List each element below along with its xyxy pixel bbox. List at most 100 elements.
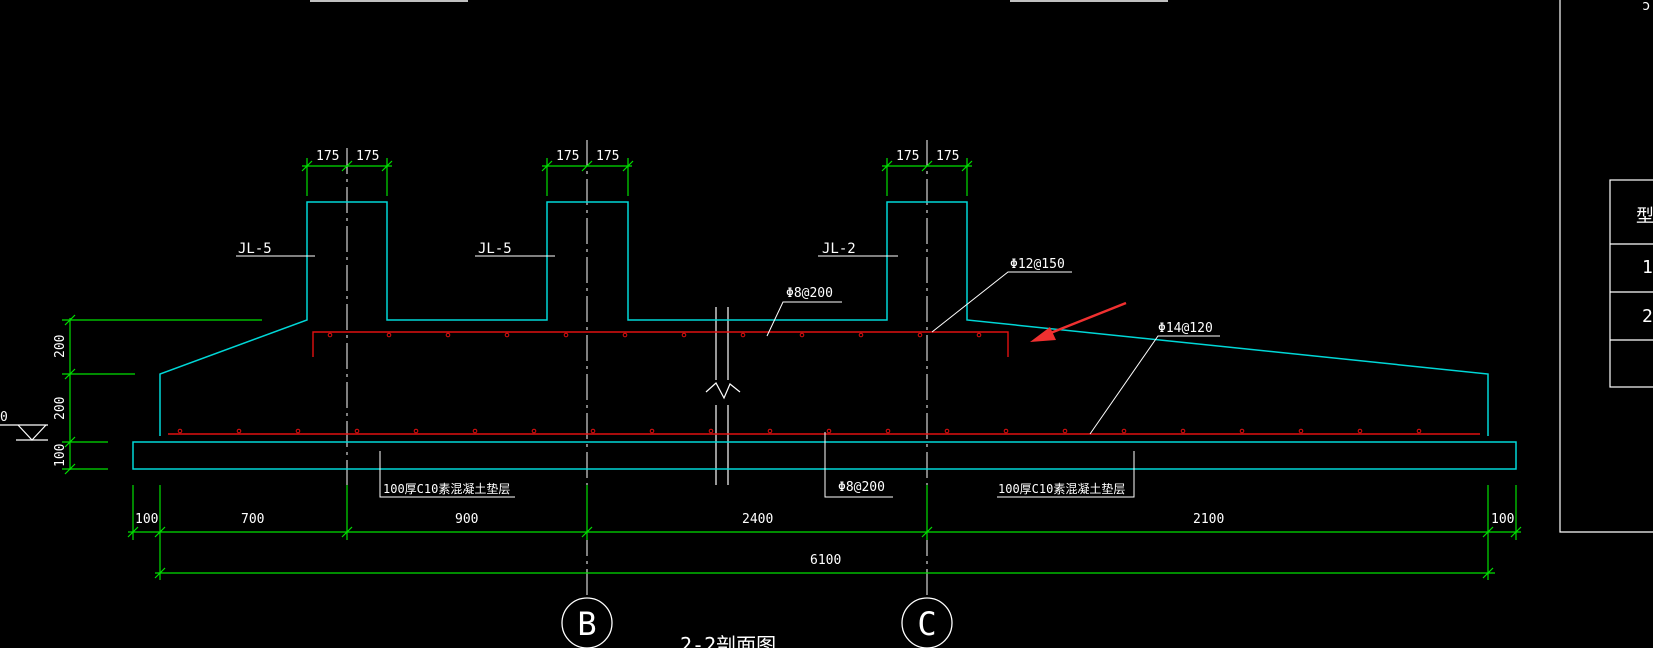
dim-bottom-3: 900 bbox=[455, 512, 478, 527]
bottom-rebar-dot-20 bbox=[1298, 428, 1304, 434]
bottom-rebar-dot-9 bbox=[649, 428, 655, 434]
tick-top-1 bbox=[301, 160, 313, 172]
tick-bottom-7 bbox=[1510, 526, 1522, 538]
level-symbol: 0 bbox=[0, 410, 48, 441]
leader-cushion-left bbox=[379, 451, 515, 498]
leaders bbox=[236, 255, 1220, 498]
top-rebar-dot-9 bbox=[799, 332, 805, 338]
dim-left-2: 200 bbox=[53, 397, 68, 420]
tick-top-5 bbox=[581, 160, 593, 172]
table-outline bbox=[1609, 179, 1653, 388]
top-rebar-dot-6 bbox=[622, 332, 628, 338]
tick-top-4 bbox=[541, 160, 553, 172]
dim-overall: 6100 bbox=[810, 553, 841, 568]
tick-top-8 bbox=[921, 160, 933, 172]
top-rebar-dot-7 bbox=[681, 332, 687, 338]
tick-bottom-4 bbox=[581, 526, 593, 538]
break-line bbox=[705, 307, 741, 485]
bottom-rebar-dot-3 bbox=[295, 428, 301, 434]
leader-cushion-right bbox=[997, 451, 1135, 498]
bottom-rebar-dot-7 bbox=[531, 428, 537, 434]
dim-left-1: 200 bbox=[53, 335, 68, 358]
dim-top-5: 175 bbox=[896, 149, 919, 164]
labels: JL-5 JL-5 JL-2 Φ8@200 Φ12@150 Φ14@120 Φ8… bbox=[238, 241, 1213, 496]
label-beam-mid: JL-5 bbox=[478, 241, 512, 257]
arrow-head bbox=[1030, 327, 1056, 342]
top-rebar-dot-11 bbox=[917, 332, 923, 338]
tick-bottom-6 bbox=[1482, 526, 1494, 538]
dim-top-3: 175 bbox=[556, 149, 579, 164]
top-rebar bbox=[312, 331, 1009, 357]
top-rebar-dot-4 bbox=[504, 332, 510, 338]
tick-left-1 bbox=[64, 314, 76, 326]
footing-outline bbox=[159, 201, 1489, 436]
bottom-dimensions bbox=[127, 485, 1522, 580]
tick-left-4 bbox=[64, 463, 76, 475]
bottom-dimension-texts: 100 700 900 2400 2100 100 6100 bbox=[135, 512, 1514, 568]
label-beam-right: JL-2 bbox=[822, 241, 856, 257]
bottom-rebar-dot-8 bbox=[590, 428, 596, 434]
dim-bottom-1: 100 bbox=[135, 512, 158, 527]
bottom-rebar-dot-11 bbox=[767, 428, 773, 434]
dim-top-2: 175 bbox=[356, 149, 379, 164]
bottom-rebar-dot-21 bbox=[1357, 428, 1363, 434]
top-rebar-dot-12 bbox=[976, 332, 982, 338]
tick-left-2 bbox=[64, 368, 76, 380]
dim-bottom-2: 700 bbox=[241, 512, 264, 527]
label-cushion-left: 100厚C10素混凝土垫层 bbox=[383, 481, 510, 496]
top-dimensions bbox=[301, 158, 973, 196]
axis-bubbles: B C bbox=[561, 597, 953, 648]
bottom-rebar-dot-17 bbox=[1121, 428, 1127, 434]
tick-top-7 bbox=[881, 160, 893, 172]
bottom-rebar-dot-16 bbox=[1062, 428, 1068, 434]
tick-bottom-5 bbox=[921, 526, 933, 538]
top-rebar-dot-1 bbox=[327, 332, 333, 338]
bottom-rebar-dot-14 bbox=[944, 428, 950, 434]
label-rebar-top-right: Φ12@150 bbox=[1010, 257, 1065, 272]
tick-bottom-1 bbox=[127, 526, 139, 538]
label-rebar-bottom-right: Φ14@120 bbox=[1158, 321, 1213, 336]
bottom-rebar-dot-15 bbox=[1003, 428, 1009, 434]
partial-table: 型 1 2 ɔ bbox=[1559, 0, 1653, 533]
bottom-rebar-dot-10 bbox=[708, 428, 714, 434]
section-title: 2-2剖面图 bbox=[680, 633, 776, 648]
top-rebar-dot-3 bbox=[445, 332, 451, 338]
tick-top-2 bbox=[341, 160, 353, 172]
table-header-cell: 型 bbox=[1636, 206, 1653, 227]
top-rebar-dots bbox=[327, 332, 982, 338]
bottom-rebar-dot-12 bbox=[826, 428, 832, 434]
arrow-annotation bbox=[1030, 301, 1127, 342]
label-rebar-top-mid: Φ8@200 bbox=[786, 286, 833, 301]
dim-bottom-6: 100 bbox=[1491, 512, 1514, 527]
tick-bottom-3 bbox=[341, 526, 353, 538]
tick-top-3 bbox=[381, 160, 393, 172]
top-rebar-dot-5 bbox=[563, 332, 569, 338]
leader-rebar-top-right bbox=[931, 271, 1072, 333]
arrow-shaft bbox=[1047, 301, 1127, 336]
label-cushion-right: 100厚C10素混凝土垫层 bbox=[998, 481, 1125, 496]
top-rebar-dot-10 bbox=[858, 332, 864, 338]
bottom-rebar-dot-4 bbox=[354, 428, 360, 434]
bottom-rebar-dot-19 bbox=[1239, 428, 1245, 434]
bottom-rebar-dot-13 bbox=[885, 428, 891, 434]
axis-c-circle bbox=[901, 597, 953, 648]
leader-rebar-bottom-mid bbox=[824, 432, 893, 498]
tick-bottom-2 bbox=[154, 526, 166, 538]
dim-top-6: 175 bbox=[936, 149, 959, 164]
top-rebar-dot-2 bbox=[386, 332, 392, 338]
dim-top-1: 175 bbox=[316, 149, 339, 164]
leader-rebar-bottom-right bbox=[1089, 335, 1220, 435]
leader-rebar-top-mid bbox=[766, 301, 842, 337]
break-zigzag bbox=[705, 382, 741, 400]
bottom-rebar-dot-6 bbox=[472, 428, 478, 434]
left-dimension-texts: 200 200 100 bbox=[53, 335, 68, 467]
dim-bottom-4: 2400 bbox=[742, 512, 773, 527]
rebars bbox=[168, 331, 1480, 435]
bottom-rebar-dot-18 bbox=[1180, 428, 1186, 434]
bottom-rebar-dot-2 bbox=[236, 428, 242, 434]
axis-b-label: B bbox=[577, 605, 596, 643]
table-cell-2: 2 bbox=[1642, 306, 1653, 327]
axis-c-label: C bbox=[917, 605, 936, 643]
axis-b-circle bbox=[561, 597, 613, 648]
